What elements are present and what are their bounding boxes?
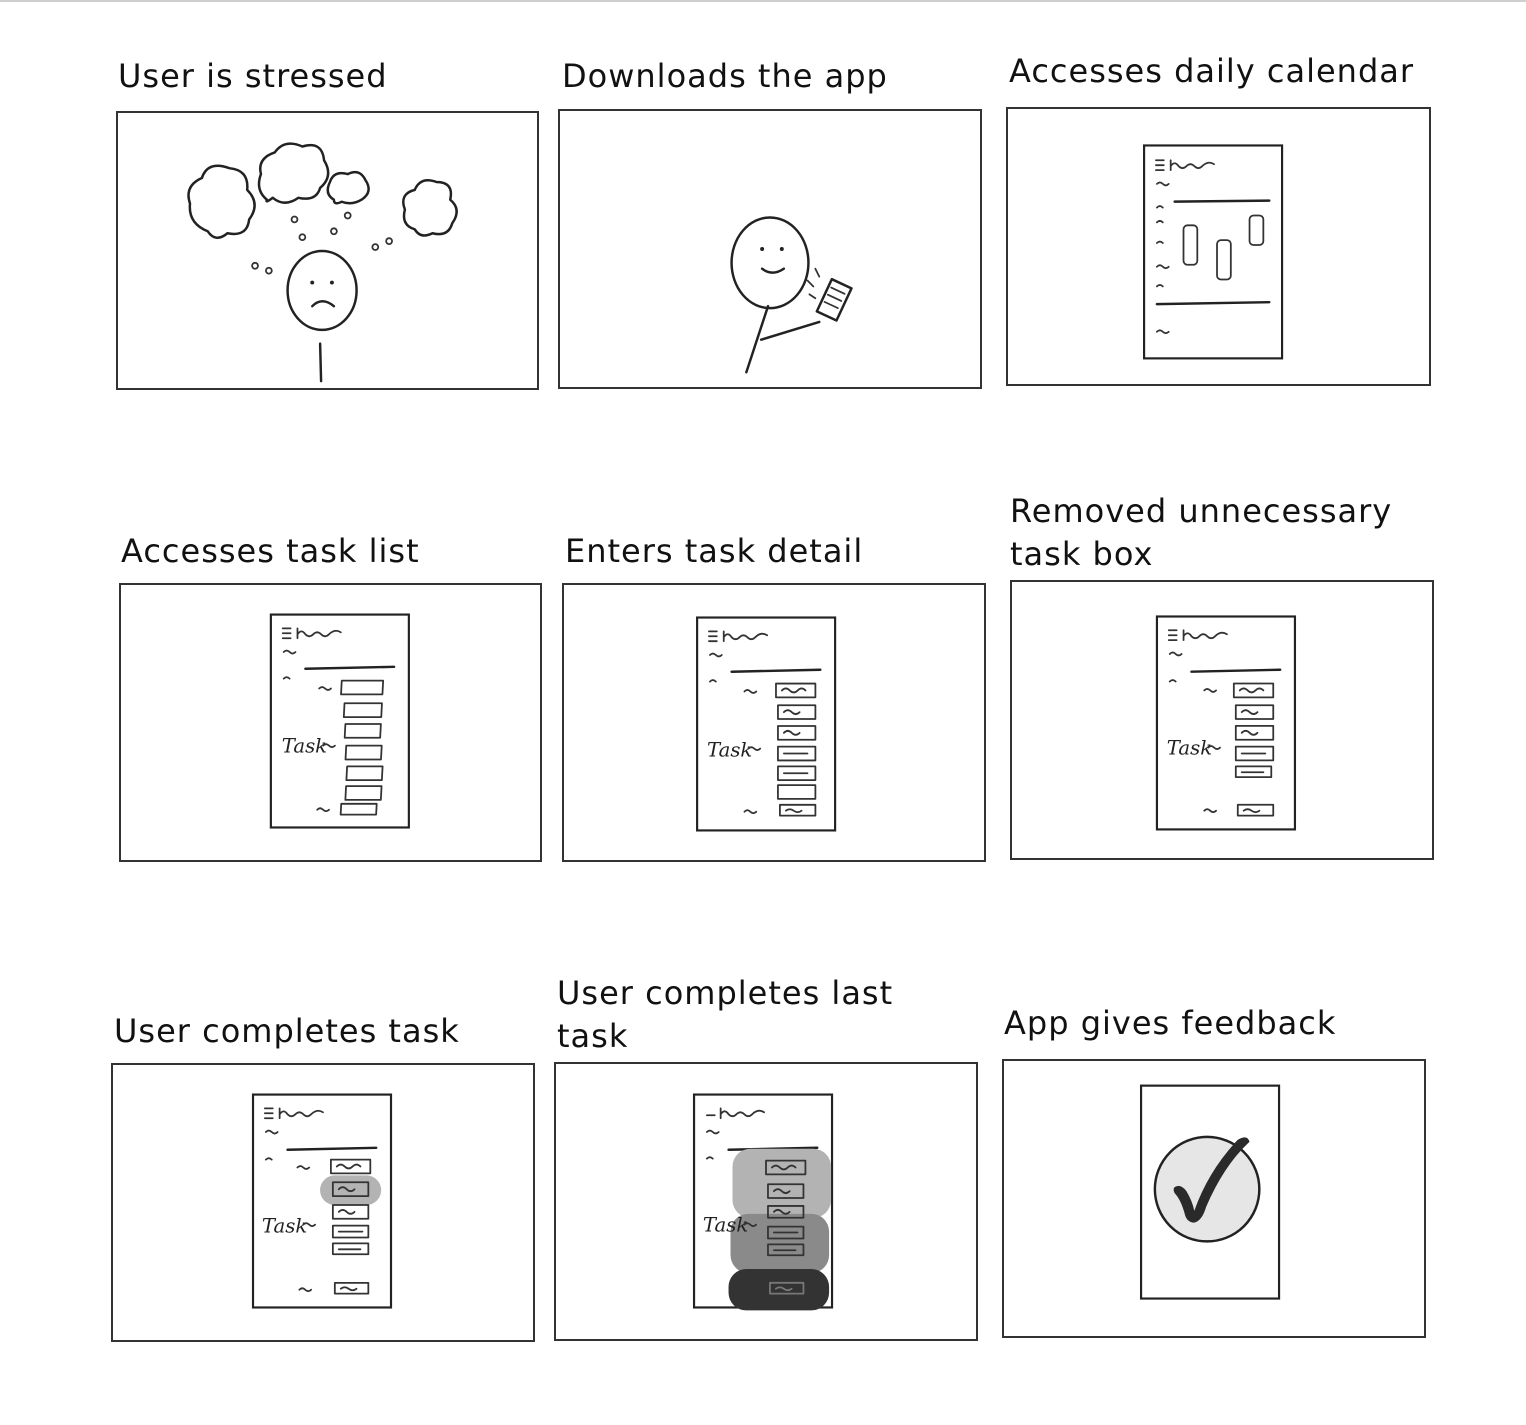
time-scribbles	[1156, 205, 1170, 288]
body-line	[318, 342, 323, 383]
left-eye	[310, 280, 315, 285]
body-line	[745, 304, 770, 374]
task-boxes-trimmed	[1232, 682, 1275, 817]
task-boxes-done	[765, 1159, 807, 1295]
top-border-line	[0, 0, 1526, 2]
storyboard-frame-4: Task	[119, 583, 542, 862]
sad-face-head	[286, 249, 358, 332]
frown-mouth	[310, 300, 336, 308]
task-label: Task	[1167, 737, 1212, 760]
panel-caption-1: User is stressed	[118, 57, 388, 95]
check-mark-icon	[1173, 1137, 1250, 1223]
smile-mouth	[760, 267, 786, 274]
feedback-screen-sketch	[1139, 1084, 1281, 1300]
header-scribble	[1169, 159, 1215, 171]
panel-caption-8: User completes last task	[557, 974, 894, 1055]
divider-bottom	[1155, 300, 1271, 306]
task-label: Task	[707, 739, 752, 762]
panel-caption-3: Accesses daily calendar	[1009, 52, 1415, 90]
motion-lines	[806, 267, 821, 300]
completed-block-light	[732, 1148, 832, 1218]
storyboard-frame-9	[1002, 1059, 1426, 1338]
storyboard-frame-2	[558, 109, 982, 389]
thought-cloud-left	[187, 164, 256, 239]
calendar-event-2	[1216, 239, 1232, 281]
completed-block-dark	[728, 1269, 830, 1311]
storyboard-frame-3	[1006, 107, 1431, 386]
panel-caption-5: Enters task detail	[565, 532, 864, 570]
stressed-user-sketch	[187, 142, 458, 383]
task-label: Task	[282, 735, 327, 758]
calendar-event-3	[1248, 214, 1265, 246]
phone-screen	[269, 613, 410, 829]
phone-screen	[696, 616, 837, 832]
task-boxes-progress	[329, 1158, 372, 1295]
completed-task-highlight	[320, 1175, 382, 1205]
phone-screen	[1142, 144, 1284, 360]
panel-caption-2: Downloads the app	[562, 57, 888, 95]
thought-cloud-right	[402, 179, 458, 237]
task-label: Task	[703, 1214, 748, 1237]
complete-task-screen-sketch: Task	[251, 1093, 393, 1309]
task-list-screen-sketch: Task	[269, 613, 410, 829]
thought-cloud-small	[326, 170, 370, 205]
storyboard-frame-6: Task	[1010, 580, 1434, 860]
panel-caption-9: App gives feedback	[1004, 1004, 1337, 1042]
phone-in-hand	[815, 277, 853, 322]
task-boxes-detail	[775, 682, 817, 817]
right-eye	[329, 280, 334, 285]
menu-icon	[1155, 159, 1165, 171]
panel-caption-4: Accesses task list	[121, 532, 420, 570]
storyboard-frame-5: Task	[562, 583, 986, 862]
arm-line	[759, 320, 821, 341]
divider-top	[1173, 199, 1271, 203]
complete-last-task-screen-sketch: Task	[692, 1093, 834, 1311]
storyboard-frame-8: Task	[554, 1062, 978, 1341]
downloads-app-sketch	[730, 216, 853, 374]
panel-caption-7: User completes task	[114, 1012, 460, 1050]
happy-face-head	[730, 216, 810, 310]
storyboard-frame-1	[116, 111, 539, 390]
calendar-event-1	[1182, 224, 1199, 266]
storyboard-frame-7: Task	[111, 1063, 535, 1342]
calendar-screen-sketch	[1142, 144, 1284, 360]
completed-block-mid	[730, 1213, 830, 1273]
phone-screen	[1155, 615, 1297, 831]
trimmed-task-screen-sketch: Task	[1155, 615, 1297, 831]
thought-cloud-top	[257, 142, 330, 204]
task-detail-screen-sketch: Task	[696, 616, 837, 832]
sweat-drops	[251, 211, 393, 275]
task-label: Task	[262, 1215, 307, 1238]
task-boxes	[339, 679, 385, 816]
panel-caption-6: Removed unnecessary task box	[1010, 492, 1393, 573]
